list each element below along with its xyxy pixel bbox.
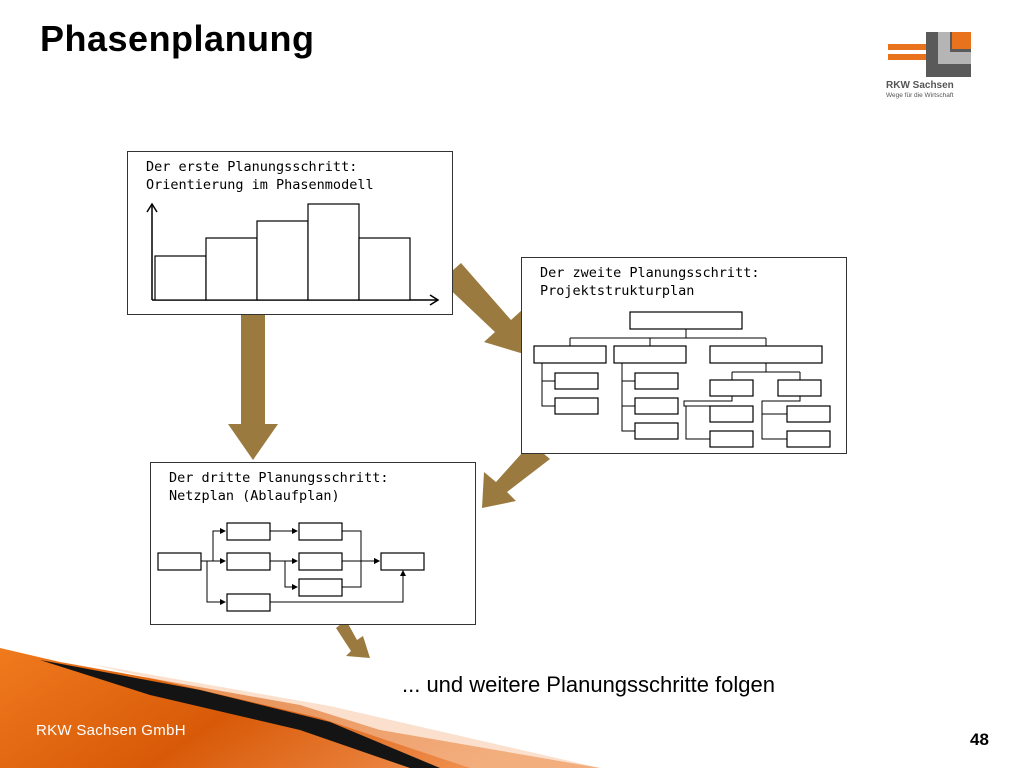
step-3-box: Der dritte Planungsschritt: Netzplan (Ab… xyxy=(150,462,476,625)
slide-title: Phasenplanung xyxy=(40,18,315,59)
phase-bar-chart-icon xyxy=(146,202,440,306)
structure-tree-icon xyxy=(533,311,831,448)
logo-name: RKW Sachsen xyxy=(886,80,954,91)
flow-arrow-icon xyxy=(228,306,278,460)
step-2-title: Der zweite Planungsschritt: Projektstruk… xyxy=(540,265,760,299)
step-2-box: Der zweite Planungsschritt: Projektstruk… xyxy=(521,257,847,454)
step-1-title: Der erste Planungsschritt: Orientierung … xyxy=(146,159,374,193)
rkw-logo: RKW Sachsen Wege für die Wirtschaft xyxy=(886,30,986,102)
logo-tagline: Wege für die Wirtschaft xyxy=(886,92,954,99)
flow-arrow-icon xyxy=(482,443,550,508)
rkw-logo-mark-icon xyxy=(888,32,971,77)
page-number: 48 xyxy=(970,730,989,749)
closing-text: ... und weitere Planungsschritte folgen xyxy=(402,672,776,697)
network-plan-icon xyxy=(157,522,425,612)
step-3-title: Der dritte Planungsschritt: Netzplan (Ab… xyxy=(169,470,389,504)
flow-arrow-icon xyxy=(441,263,524,354)
footer-company: RKW Sachsen GmbH xyxy=(36,722,186,739)
step-1-box: Der erste Planungsschritt: Orientierung … xyxy=(127,151,453,315)
